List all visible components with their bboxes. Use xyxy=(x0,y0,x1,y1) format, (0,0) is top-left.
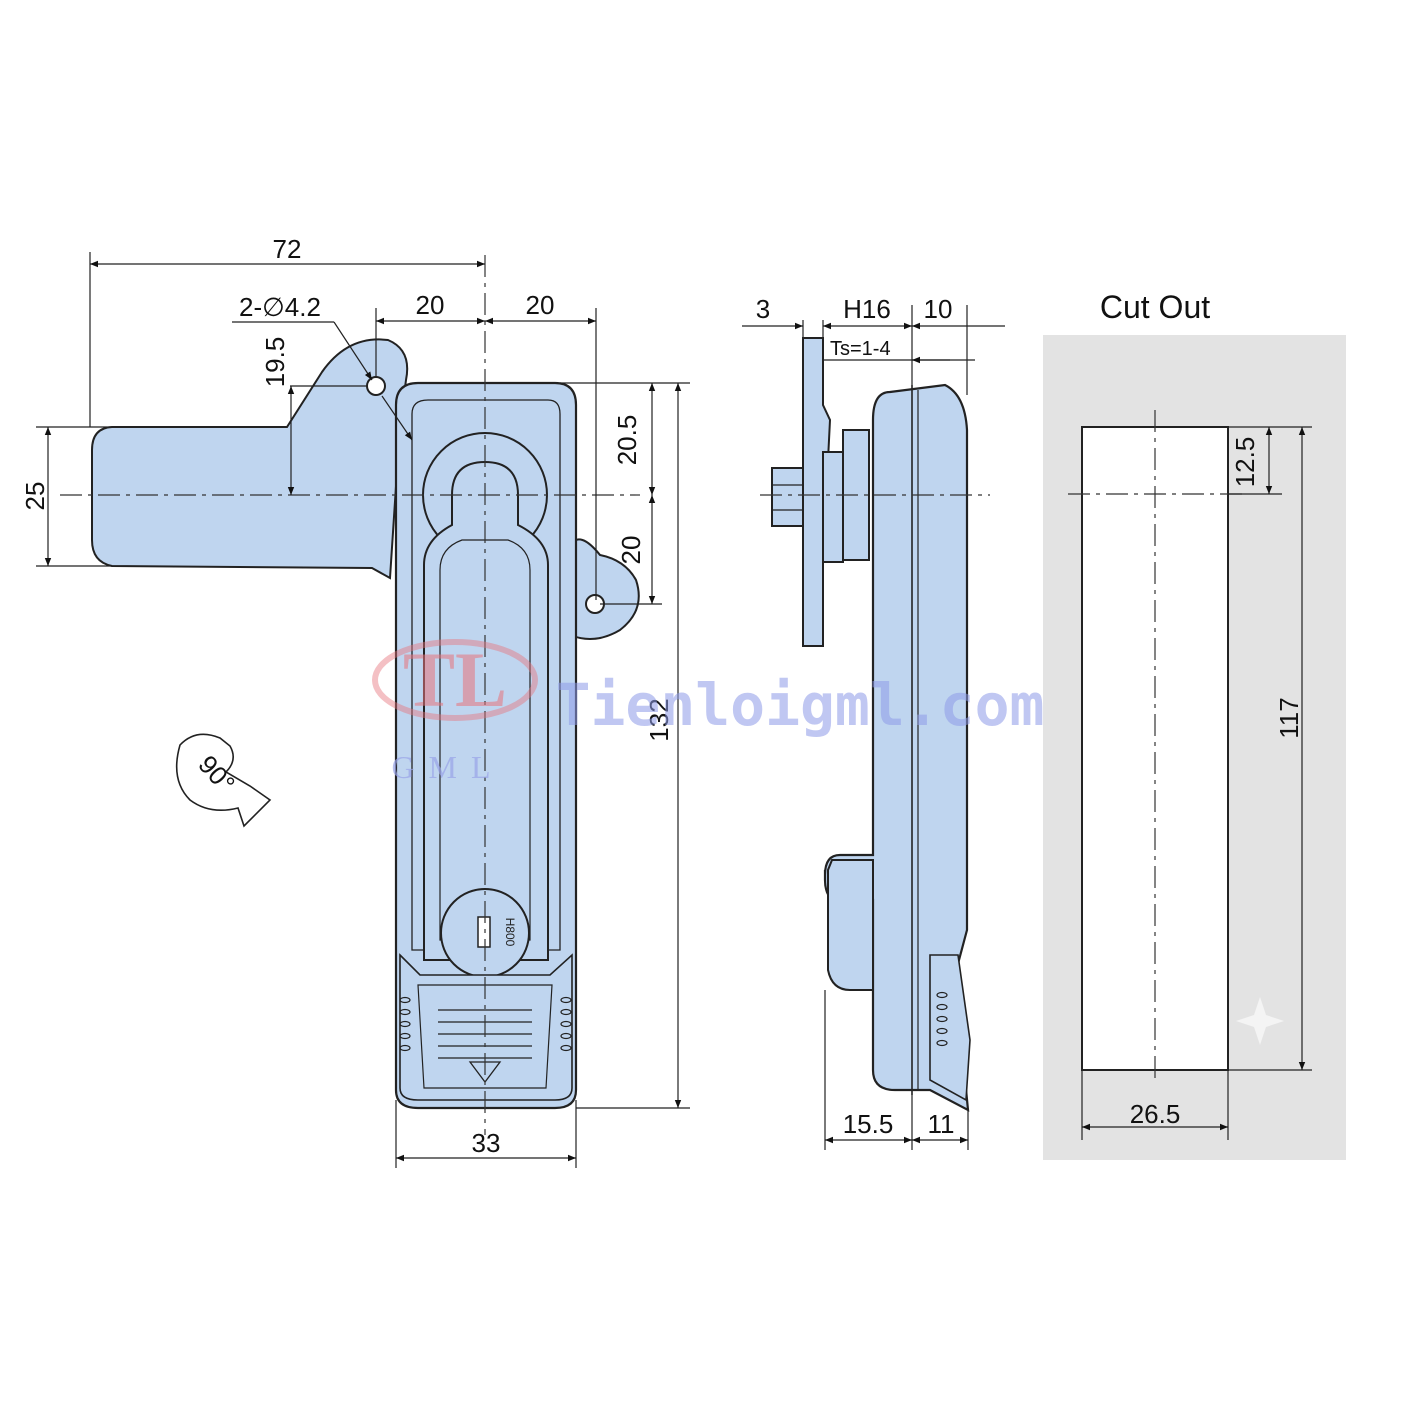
sparkle-icon xyxy=(1236,997,1284,1045)
lever-arm xyxy=(91,338,409,580)
side-dim-ts: Ts=1-4 xyxy=(830,338,891,360)
front-dim-top-to-center: 20.5 xyxy=(612,415,642,466)
watermark-logo-sub: GML xyxy=(391,749,504,785)
side-grip-slots xyxy=(936,991,948,1047)
handle-grip xyxy=(423,460,549,961)
front-dim-handle-height: 25 xyxy=(20,482,50,511)
cutout-dim-height: 117 xyxy=(1274,697,1304,738)
watermark-logo: TL xyxy=(403,636,507,723)
front-dim-overall-width: 72 xyxy=(273,234,302,264)
front-dim-total-height: 132 xyxy=(644,698,674,741)
handle-grip-inner xyxy=(439,539,531,941)
front-dim-hole-height: 19.5 xyxy=(260,337,290,388)
watermark: TL GML Tienloigml.com xyxy=(372,636,1045,785)
side-grip xyxy=(929,954,971,1102)
front-view: H800 72 20 20 xyxy=(20,234,690,1168)
side-dim-plate: 3 xyxy=(756,294,770,324)
side-view: 3 H16 10 Ts=1-4 15.5 11 xyxy=(742,294,1005,1150)
side-dim-h: H16 xyxy=(843,294,891,324)
key-mark: H800 xyxy=(503,918,517,947)
side-spindle xyxy=(822,451,844,563)
bottom-grip-inner xyxy=(417,984,553,1089)
grip-slots xyxy=(399,996,572,1052)
front-dim-right-offset: 20 xyxy=(526,290,555,320)
side-nut xyxy=(771,467,804,527)
watermark-site: Tienloigml.com xyxy=(556,671,1045,739)
side-dim-bottom-left: 15.5 xyxy=(843,1109,894,1139)
lock-body-bezel xyxy=(411,399,561,951)
cutout-dim-width: 26.5 xyxy=(1130,1099,1181,1129)
cutout-view: Cut Out 12.5 117 26.5 xyxy=(1043,289,1346,1160)
mounting-ear-right xyxy=(569,538,640,640)
bottom-grip xyxy=(399,953,573,1101)
watermark-logo-swoosh xyxy=(372,639,538,721)
cutout-dim-top: 12.5 xyxy=(1230,437,1260,488)
hole-callout-leader xyxy=(333,321,373,381)
side-dim-depth: 10 xyxy=(924,294,953,324)
front-dim-left-offset: 20 xyxy=(416,290,445,320)
cutout-title: Cut Out xyxy=(1100,289,1210,325)
rotation-arrow-icon xyxy=(175,733,272,828)
hole-callout-leader-2 xyxy=(381,395,413,441)
front-dim-center-to-hole: 20 xyxy=(616,536,646,565)
front-dim-body-width: 33 xyxy=(472,1128,501,1158)
side-lower-boss xyxy=(827,859,874,991)
side-dim-bottom-right: 11 xyxy=(928,1109,955,1139)
front-dim-hole: 2-∅4.2 xyxy=(239,292,321,322)
keyhole-icon xyxy=(477,916,491,948)
mounting-hole-top xyxy=(366,376,386,396)
